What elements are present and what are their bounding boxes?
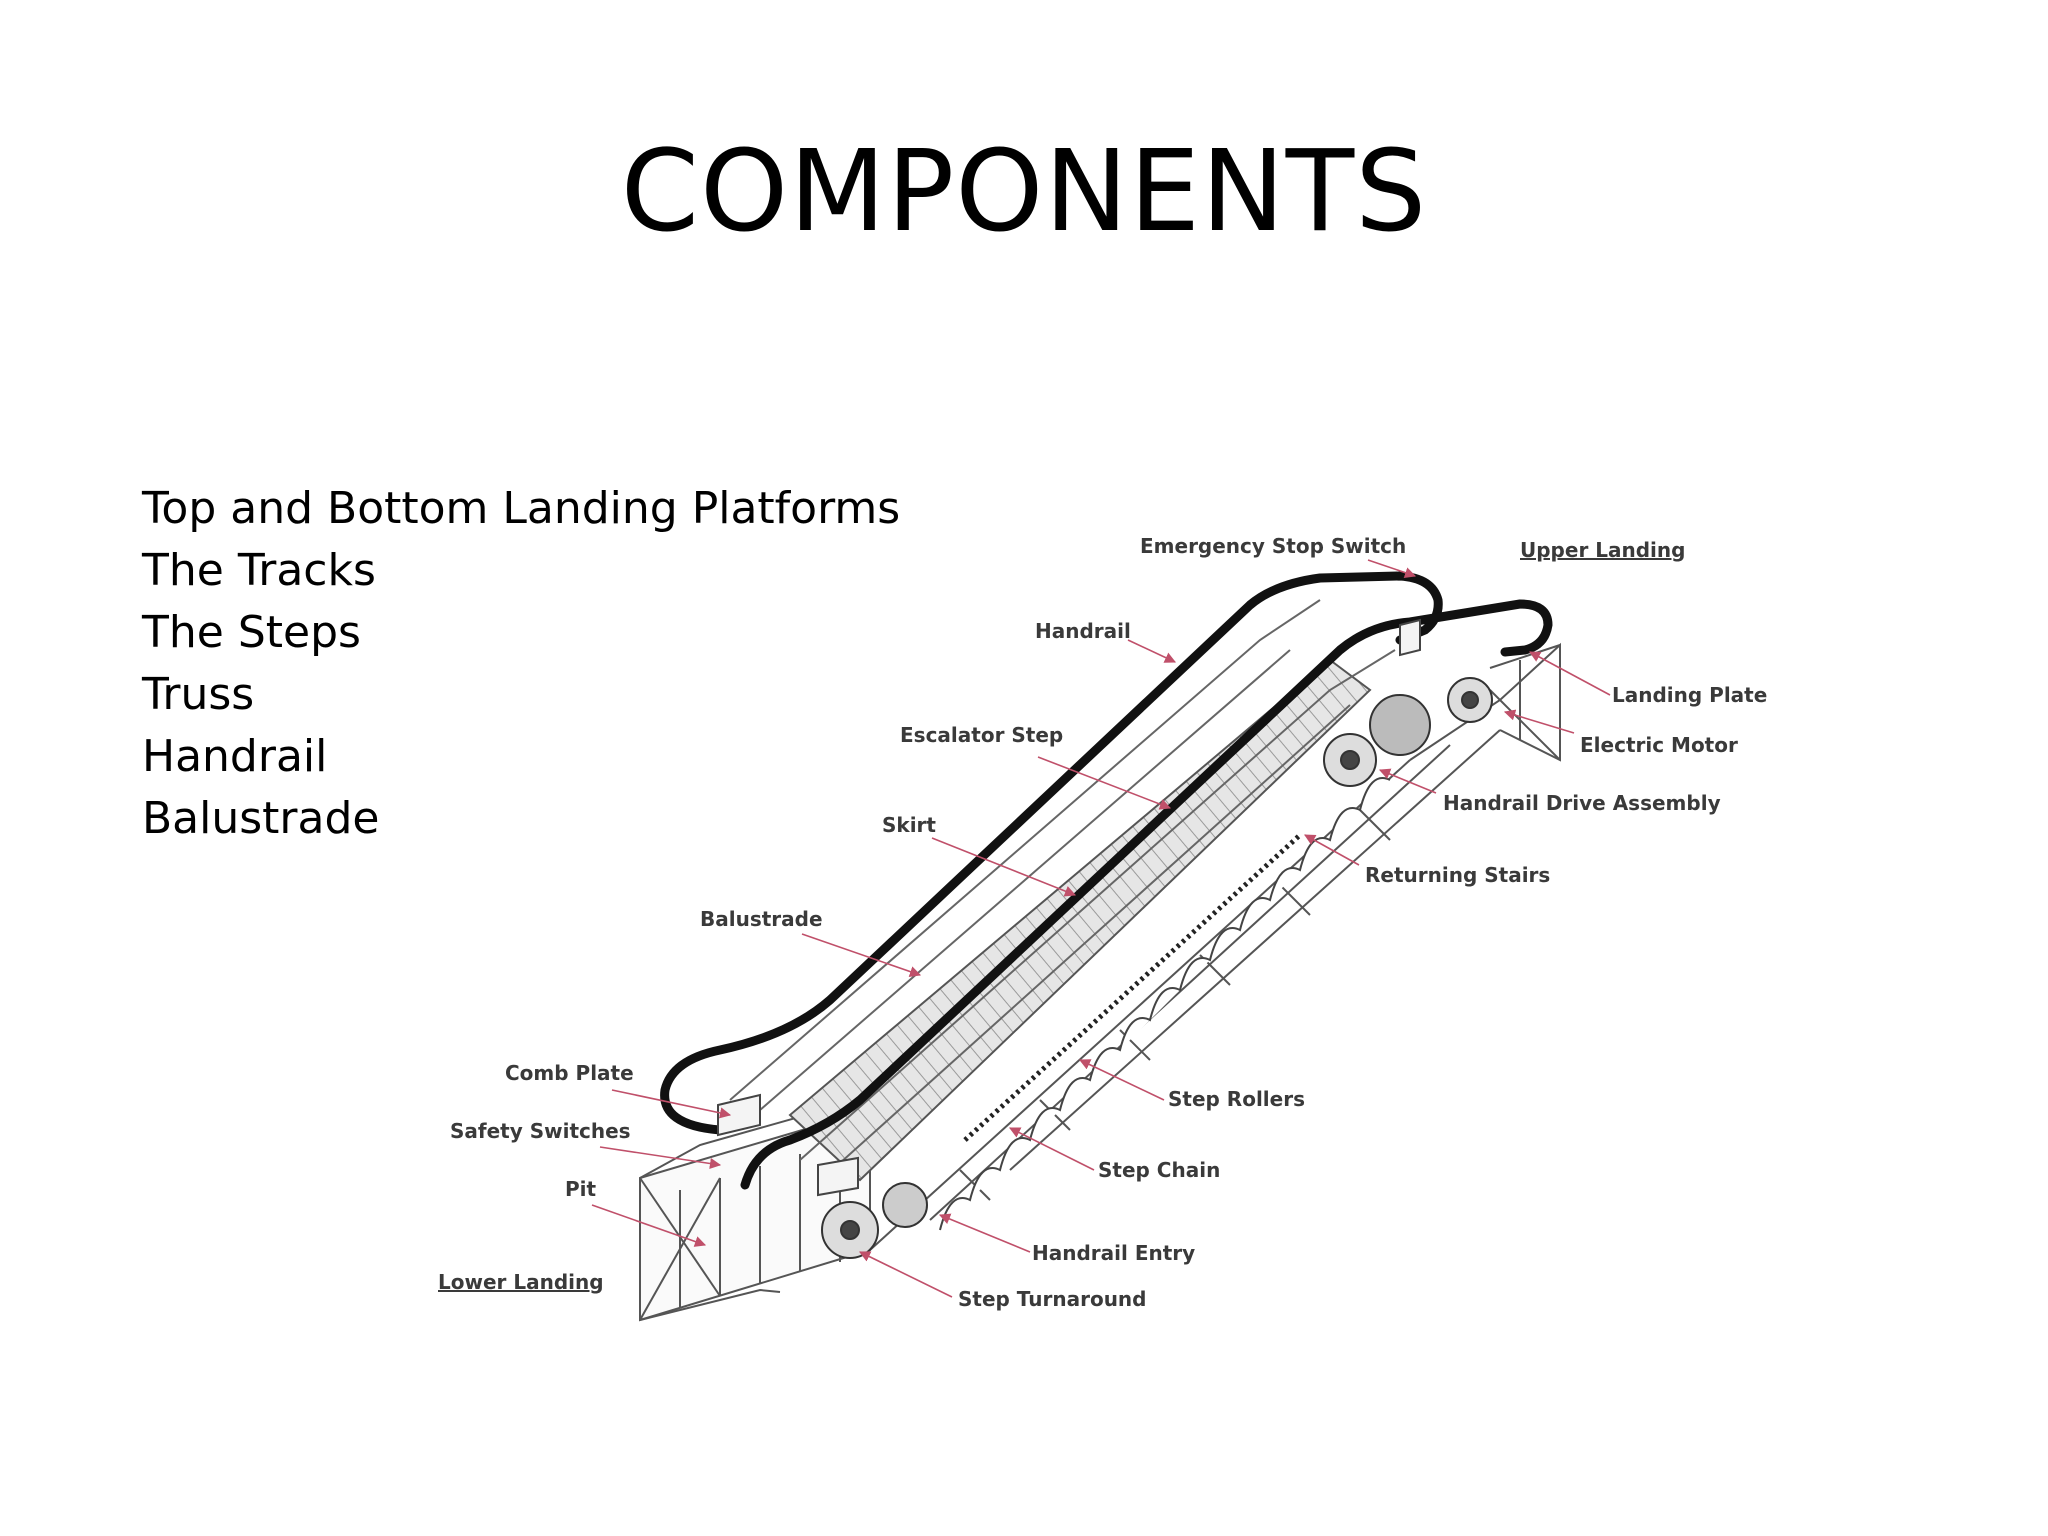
label-escalator-step: Escalator Step [900, 723, 1063, 747]
diagram-labels: Emergency Stop Switch Upper Landing Hand… [438, 534, 1767, 1311]
label-skirt: Skirt [882, 813, 936, 837]
list-item: The Steps [142, 607, 361, 658]
list-item: Balustrade [142, 793, 380, 844]
list-item: Top and Bottom Landing Platforms [142, 483, 901, 534]
list-item: Handrail [142, 731, 328, 782]
label-handrail-drive-assembly: Handrail Drive Assembly [1443, 791, 1721, 815]
label-lower-landing: Lower Landing [438, 1270, 604, 1294]
balustrade [729, 599, 1396, 1173]
label-step-chain: Step Chain [1098, 1158, 1220, 1182]
label-electric-motor: Electric Motor [1580, 733, 1738, 757]
label-handrail-entry: Handrail Entry [1032, 1241, 1195, 1265]
handrails [660, 571, 1553, 1190]
component-list: Top and Bottom Landing Platforms The Tra… [142, 478, 900, 850]
callout-lines [591, 559, 1611, 1298]
label-landing-plate: Landing Plate [1612, 683, 1767, 707]
label-pit: Pit [565, 1177, 597, 1201]
label-upper-landing: Upper Landing [1520, 538, 1685, 562]
label-comb-plate: Comb Plate [505, 1061, 634, 1085]
label-emergency-stop-switch: Emergency Stop Switch [1140, 534, 1406, 558]
label-safety-switches: Safety Switches [450, 1119, 631, 1143]
label-step-rollers: Step Rollers [1168, 1087, 1305, 1111]
drive-wheels [821, 677, 1493, 1259]
escalator-steps [788, 658, 1372, 1182]
list-item: Truss [142, 669, 255, 720]
comb-plates [717, 618, 1421, 1197]
label-handrail: Handrail [1035, 619, 1131, 643]
list-item: The Tracks [142, 545, 376, 596]
step-chain [963, 833, 1302, 1142]
label-returning-stairs: Returning Stairs [1365, 863, 1550, 887]
label-balustrade: Balustrade [700, 907, 823, 931]
slide-title: COMPONENTS [620, 127, 1428, 257]
label-step-turnaround: Step Turnaround [958, 1287, 1147, 1311]
